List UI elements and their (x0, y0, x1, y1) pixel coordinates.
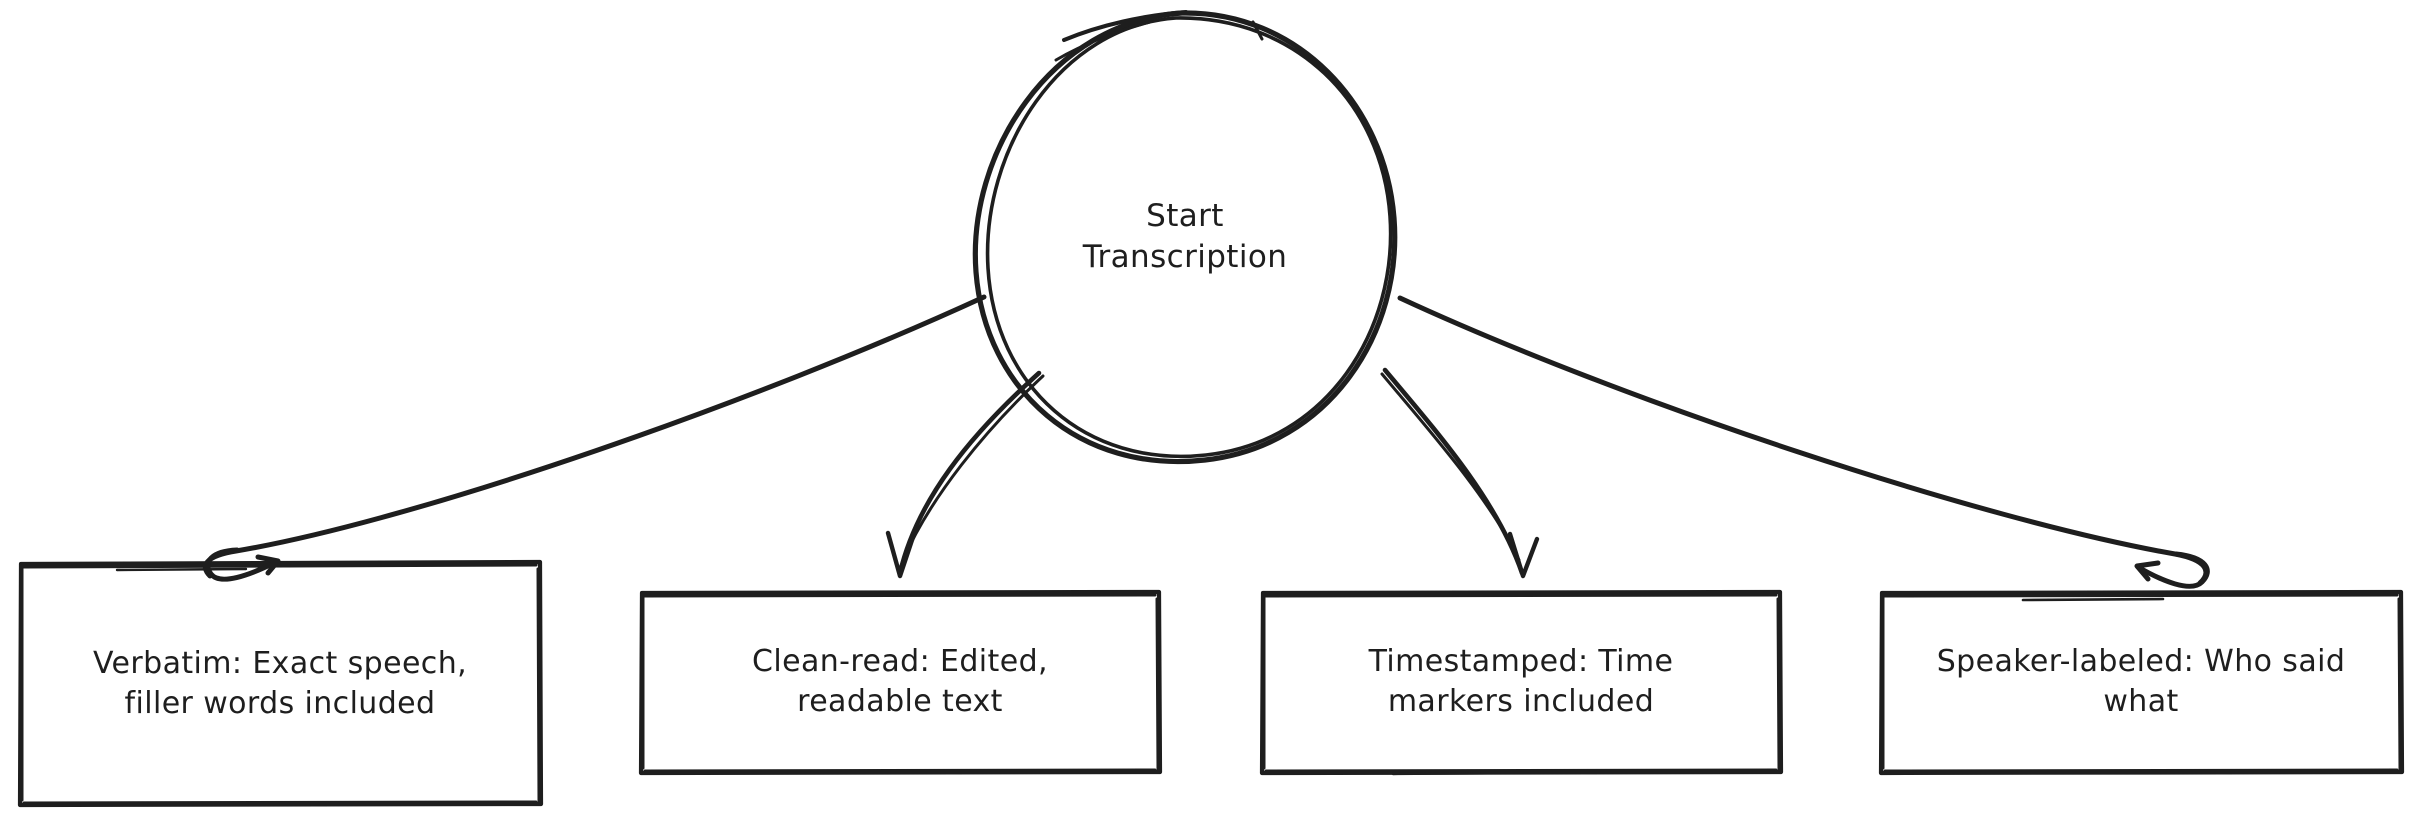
ellipse-stroke-inner (985, 16, 1393, 459)
rect4-stroke (1878, 589, 2405, 776)
arrow4-head-barb (2134, 560, 2161, 582)
arrow2-head (885, 530, 916, 579)
edge-start-to-timestamped (1380, 367, 1540, 579)
arrow4-head (2135, 551, 2210, 589)
edge-start-to-speaker-labeled (1397, 295, 2210, 589)
node-timestamped[interactable] (1259, 589, 1784, 776)
rect3-stroke (1259, 589, 1784, 776)
arrow1-head-barb (255, 554, 281, 576)
arrow2-line-pass2 (901, 374, 1045, 562)
edge-start-to-clean-read (885, 370, 1045, 579)
rect2-stroke-pass2 (641, 593, 1160, 773)
ellipse-overshoot-tail (1054, 20, 1152, 62)
rect4-top-accent (2021, 597, 2165, 602)
ellipse-stroke-outer (972, 10, 1398, 464)
node-verbatim[interactable] (17, 559, 544, 808)
edge-start-to-verbatim (202, 294, 987, 582)
arrow4-line (1397, 295, 2209, 586)
node-clean-read[interactable] (638, 589, 1163, 776)
ellipse-overshoot-stroke (1062, 10, 1188, 42)
rect2-stroke (638, 589, 1163, 776)
node-start-transcription[interactable] (972, 10, 1398, 464)
rect1-top-accent (115, 567, 248, 572)
rect3-bottom-accent (1391, 771, 1525, 776)
arrow2-line (897, 370, 1042, 576)
arrow1-line (202, 294, 987, 579)
node-speaker-labeled[interactable] (1878, 589, 2405, 776)
rect4-stroke-pass2 (1881, 593, 2402, 773)
rect3-stroke-pass2 (1262, 593, 1781, 773)
rect1-stroke (17, 559, 544, 808)
arrow3-head (1507, 531, 1540, 579)
ellipse-top-nick (1251, 20, 1264, 41)
rect1-stroke-pass2 (20, 563, 541, 805)
arrow3-line-pass2 (1380, 372, 1521, 562)
arrow1-head (205, 547, 279, 582)
